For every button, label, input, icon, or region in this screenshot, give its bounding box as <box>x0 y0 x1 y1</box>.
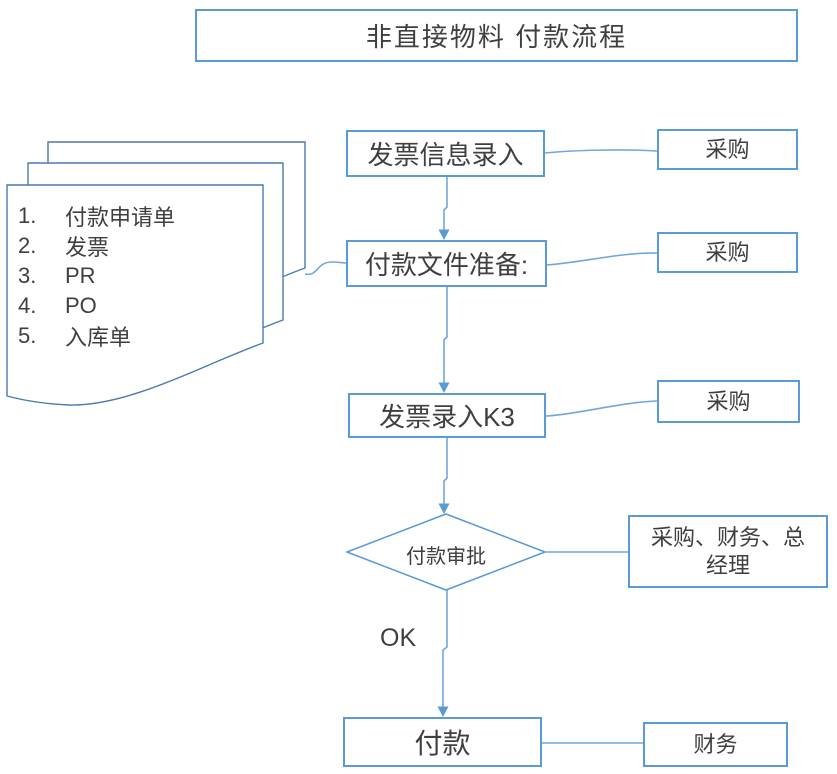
list-item-number: 4. <box>18 293 37 318</box>
list-item: 3. PR <box>18 261 253 291</box>
step-invoice-entry-k3: 发票录入K3 <box>348 393 546 438</box>
list-item-number: 3. <box>18 263 37 288</box>
connector-step3-to-owner3 <box>545 400 658 417</box>
step-payment: 付款 <box>343 717 542 767</box>
page-title-label: 非直接物料 付款流程 <box>365 22 628 52</box>
owner-label: 采购 <box>705 136 750 162</box>
step-label: 付款文件准备: <box>364 250 529 280</box>
list-item-number: 2. <box>18 233 37 258</box>
arrowhead-step3 <box>438 382 450 393</box>
page-title: 非直接物料 付款流程 <box>195 9 798 62</box>
owner-label: 财务 <box>693 731 738 757</box>
step-payment-document-preparation: 付款文件准备: <box>346 240 547 287</box>
arrowhead-final <box>437 706 449 717</box>
document-page-front <box>6 184 264 406</box>
document-attachments-list: 1. 付款申请单 2. 发票 3. PR 4. PO 5. 入库单 <box>18 201 253 351</box>
decision-payment-approval: 付款审批 <box>406 546 486 568</box>
arrow-decision-to-final <box>442 590 448 707</box>
list-item: 1. 付款申请单 <box>18 201 253 231</box>
owner-box-procurement-1: 采购 <box>657 129 798 170</box>
list-item-label: 入库单 <box>65 325 132 350</box>
step-invoice-info-entry: 发票信息录入 <box>346 130 545 177</box>
list-item: 4. PO <box>18 291 253 321</box>
owner-box-procurement-2: 采购 <box>657 232 798 273</box>
list-item-number: 1. <box>18 203 37 228</box>
owner-label: 采购 <box>705 239 750 265</box>
owner-box-procurement-finance-gm: 采购、财务、总经理 <box>628 515 828 588</box>
list-item-label: PR <box>65 263 96 288</box>
owner-box-finance: 财务 <box>643 722 788 767</box>
step-label: 付款 <box>414 728 471 759</box>
list-item-label: 发票 <box>65 235 110 260</box>
list-item-label: 付款申请单 <box>65 205 176 230</box>
arrow-step3-to-decision <box>443 438 448 504</box>
decision-ok-label: OK <box>380 624 417 652</box>
list-item: 5. 入库单 <box>18 321 253 351</box>
connector-documents-to-step2 <box>304 261 347 276</box>
step-label: 发票录入K3 <box>379 402 515 432</box>
connector-step2-to-owner2 <box>546 252 658 266</box>
owner-label: 采购 <box>706 388 751 414</box>
list-item-label: PO <box>65 293 97 318</box>
arrow-step1-to-step2 <box>443 177 448 230</box>
arrowhead-decision <box>438 503 450 514</box>
arrowhead-step2 <box>438 229 450 240</box>
decision-diamond-shape <box>344 513 548 591</box>
document-stack-shape <box>6 141 306 406</box>
list-item: 2. 发票 <box>18 231 253 261</box>
connector-step1-to-owner1 <box>544 149 658 154</box>
step-label: 发票信息录入 <box>367 140 524 170</box>
list-item-number: 5. <box>18 323 37 348</box>
owner-box-procurement-3: 采购 <box>657 380 800 423</box>
owner-label: 采购、财务、总经理 <box>651 524 806 578</box>
arrow-step2-to-step3 <box>443 287 448 383</box>
